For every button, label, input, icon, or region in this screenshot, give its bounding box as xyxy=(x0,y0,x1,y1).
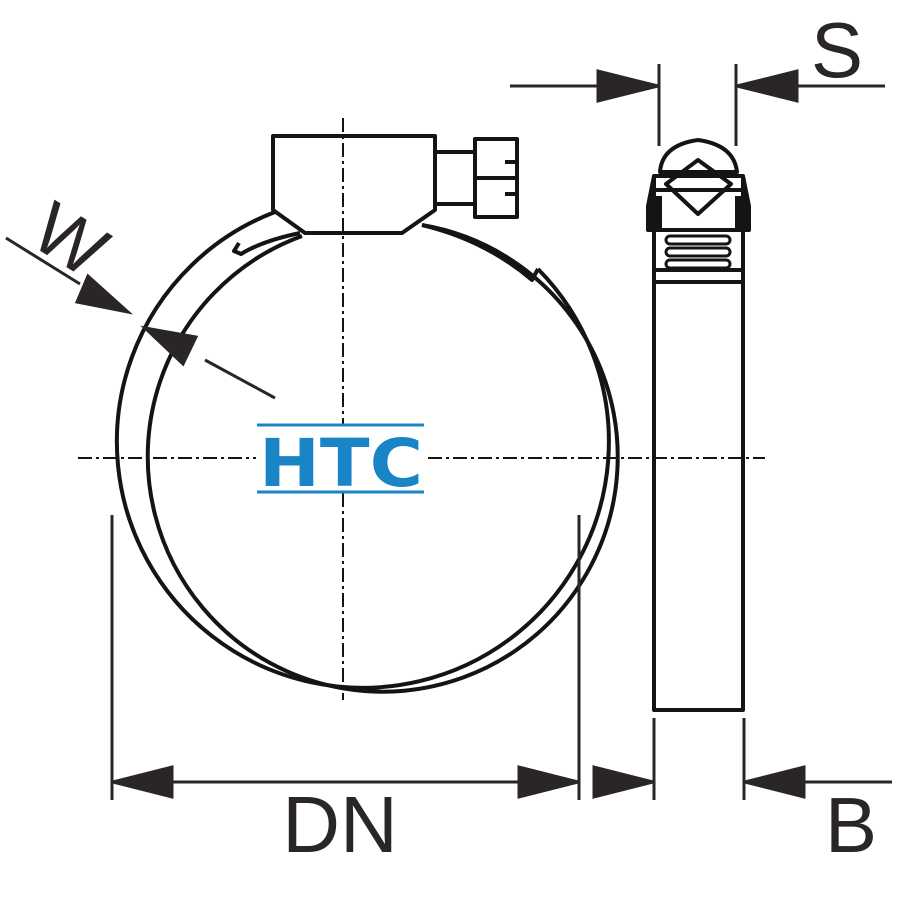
filled-triangle-icon xyxy=(596,69,659,103)
side-housing-shade-left xyxy=(648,196,662,232)
b-label: B xyxy=(825,781,877,869)
filled-triangle-icon xyxy=(74,273,134,315)
front-view xyxy=(114,134,620,694)
w-dimension xyxy=(5,236,276,400)
s-dimension xyxy=(510,64,885,146)
side-screw-diamond xyxy=(664,158,733,216)
thread-slot xyxy=(664,258,732,270)
filled-triangle-icon xyxy=(112,765,174,799)
filled-triangle-icon xyxy=(736,69,799,103)
thread-slot xyxy=(664,234,732,246)
filled-triangle-icon xyxy=(744,765,806,799)
dn-dimension xyxy=(110,515,581,800)
side-housing-shade-right xyxy=(735,196,749,232)
screw-shank xyxy=(433,150,477,206)
dn-label: DN xyxy=(282,780,398,869)
housing xyxy=(271,134,437,235)
thread-slots xyxy=(664,234,732,270)
filled-triangle-icon xyxy=(140,325,199,367)
logo-backdrop xyxy=(256,425,426,493)
w-leader-outer xyxy=(5,236,81,286)
side-band-collar xyxy=(652,228,745,284)
filled-triangle-icon xyxy=(592,765,654,799)
filled-triangle-icon xyxy=(517,765,579,799)
logo-text: HTC xyxy=(259,425,423,502)
b-dimension xyxy=(592,718,892,800)
band-tip-left xyxy=(232,231,301,256)
side-screw-head xyxy=(658,138,739,174)
side-band xyxy=(652,262,745,712)
band-tip-right xyxy=(421,223,540,282)
htc-logo: HTC xyxy=(256,423,426,502)
thread-slot xyxy=(664,246,732,258)
w-label: W xyxy=(19,186,122,293)
side-view xyxy=(646,138,751,712)
s-label: S xyxy=(811,6,863,94)
band-inner xyxy=(145,223,620,694)
w-leader-inner xyxy=(204,358,276,400)
